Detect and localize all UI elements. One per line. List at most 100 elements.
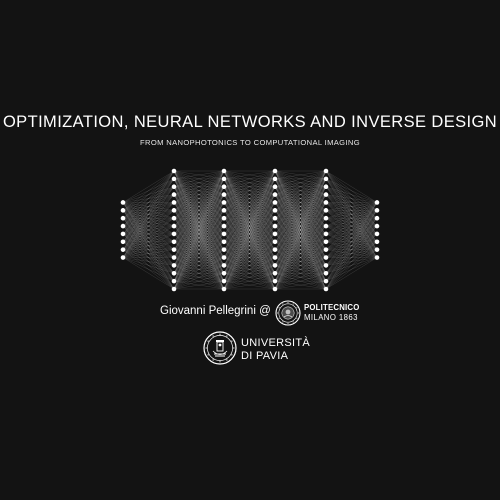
network-edge — [173, 178, 225, 211]
network-edge — [223, 186, 276, 242]
network-edge — [274, 186, 327, 258]
network-edge — [223, 202, 276, 282]
network-edge — [223, 225, 276, 266]
network-edge — [223, 186, 276, 211]
network-edge — [325, 202, 378, 242]
network-edge — [274, 210, 327, 227]
network-node-layer-4 — [272, 215, 278, 221]
network-edge — [223, 202, 276, 290]
network-edge — [274, 218, 327, 250]
universita-pavia-wordmark: UNIVERSITÀ DI PAVIA — [241, 337, 310, 363]
network-edge — [122, 225, 175, 250]
network-node-layer-5 — [323, 247, 329, 252]
network-edge — [223, 186, 276, 258]
network-edge — [223, 178, 276, 242]
network-edge — [173, 225, 225, 290]
network-edge — [173, 178, 225, 282]
network-edge — [223, 202, 276, 258]
network-edge — [223, 249, 276, 258]
network-node-layer-5 — [323, 223, 329, 229]
network-node-layer-4 — [272, 168, 278, 174]
network-edge — [274, 202, 327, 219]
network-edge — [274, 186, 327, 274]
network-edge — [325, 202, 378, 227]
network-edge — [122, 202, 175, 219]
politecnico-city-year: MILANO 1863 — [304, 313, 358, 322]
network-edge — [223, 225, 276, 274]
network-edge — [325, 194, 378, 219]
network-edge — [274, 202, 327, 290]
network-edge — [122, 225, 175, 290]
network-edge — [274, 194, 327, 203]
network-edge — [173, 202, 225, 235]
network-edge — [223, 233, 276, 282]
network-edge — [173, 217, 225, 235]
network-edge — [274, 202, 327, 211]
network-edge — [223, 194, 276, 227]
network-edge — [325, 257, 378, 282]
network-edge — [274, 225, 327, 243]
network-nodes — [120, 168, 380, 292]
network-edge — [223, 170, 276, 282]
network-edge — [223, 273, 276, 290]
network-edge — [173, 210, 225, 290]
network-edge — [173, 186, 225, 266]
network-edge — [325, 217, 378, 235]
network-edge — [223, 210, 276, 250]
network-edge — [173, 186, 225, 203]
network-edge — [122, 218, 175, 274]
network-edge — [223, 194, 276, 203]
network-edge — [223, 233, 276, 258]
network-edge — [223, 233, 276, 250]
network-edge — [122, 178, 175, 242]
network-edge — [122, 217, 175, 235]
network-edge — [223, 265, 276, 290]
network-edge — [173, 178, 225, 235]
network-edge — [223, 241, 276, 290]
network-edge — [274, 217, 327, 235]
network-edge — [274, 210, 327, 258]
network-edge — [223, 225, 276, 258]
network-edge — [173, 241, 225, 274]
network-edge — [122, 218, 175, 290]
network-edge — [173, 186, 225, 227]
network-edge — [325, 178, 378, 250]
network-edge — [223, 225, 276, 258]
network-edge — [173, 170, 225, 195]
network-edge — [274, 225, 327, 250]
network-edge — [325, 202, 378, 290]
network-edge — [274, 233, 327, 243]
network-edge — [274, 178, 327, 235]
network-node-layer-3 — [221, 263, 227, 268]
network-edge — [173, 194, 225, 219]
network-node-layer-4 — [272, 239, 278, 245]
network-edge — [274, 249, 327, 266]
network-edge — [223, 170, 276, 203]
network-edge — [173, 225, 225, 282]
network-edge — [274, 194, 327, 258]
network-edge — [173, 170, 225, 180]
network-edge — [325, 202, 378, 211]
network-edge — [173, 273, 225, 282]
network-edge — [274, 210, 327, 266]
network-edge — [274, 194, 327, 282]
network-node-layer-1 — [120, 255, 126, 260]
network-edge — [122, 170, 175, 219]
network-edge — [274, 170, 327, 219]
network-node-layer-2 — [171, 192, 177, 197]
network-edge — [122, 178, 175, 203]
network-edge — [173, 178, 225, 211]
network-edge — [122, 210, 175, 219]
network-edge — [325, 194, 378, 258]
network-edge — [274, 202, 327, 250]
network-edge — [122, 233, 175, 250]
network-edge — [223, 178, 276, 250]
network-edge — [274, 170, 327, 290]
network-edge — [274, 210, 327, 250]
network-edge — [173, 170, 225, 258]
network-edge — [274, 178, 327, 266]
network-edge — [122, 218, 175, 266]
network-node-layer-1 — [120, 223, 126, 229]
network-edge — [274, 225, 327, 274]
network-edge — [223, 194, 276, 235]
